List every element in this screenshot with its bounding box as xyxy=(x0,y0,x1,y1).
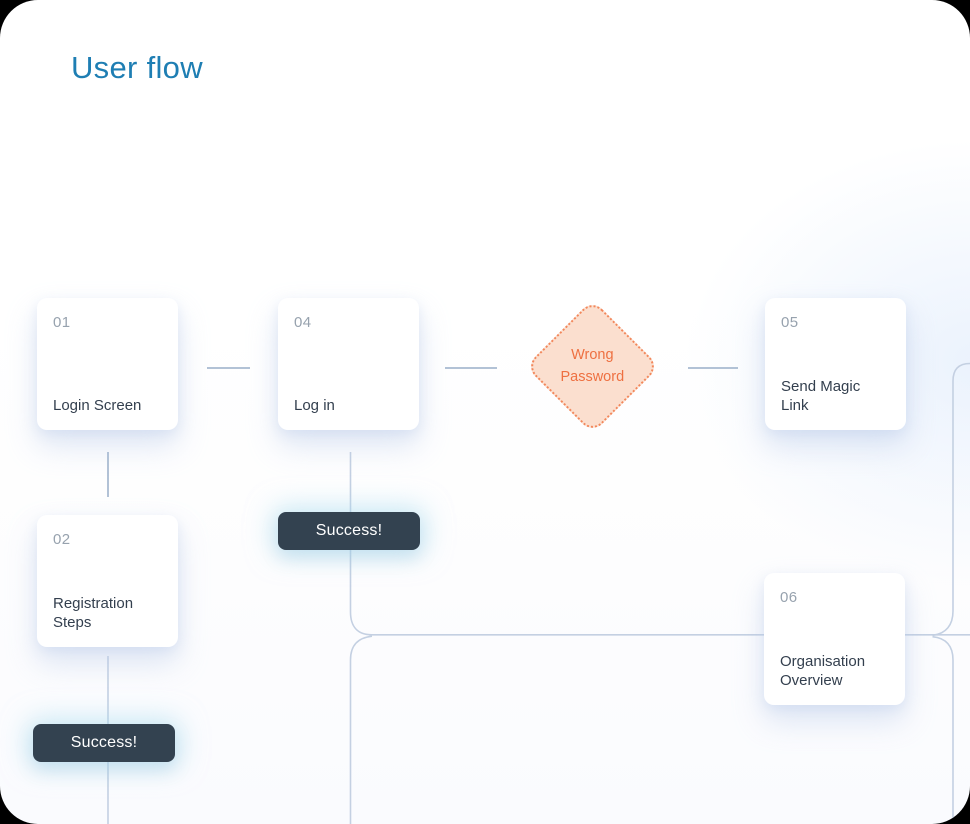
page-title: User flow xyxy=(71,50,203,85)
node-label: Send Magic Link xyxy=(781,377,861,414)
success-badge-registration[interactable]: Success! xyxy=(33,724,175,762)
node-label: Organisation Overview xyxy=(780,652,866,689)
flow-node-log-in[interactable]: 04 Log in xyxy=(278,298,419,430)
flow-line-right-continue-down xyxy=(932,635,954,824)
node-label: Login Screen xyxy=(53,396,142,414)
node-label: Registration Steps xyxy=(53,594,134,631)
flow-line-04-down-right xyxy=(349,452,970,636)
node-number: 04 xyxy=(294,314,312,331)
flow-node-registration-steps[interactable]: 02 Registration Steps xyxy=(37,515,178,647)
flow-line-right-edge-down xyxy=(932,362,970,637)
node-number: 01 xyxy=(53,314,71,331)
success-badge-label: Success! xyxy=(70,734,138,751)
flow-node-organisation-overview[interactable]: 06 Organisation Overview xyxy=(764,573,905,705)
node-label: Log in xyxy=(294,396,335,414)
flow-node-send-magic-link[interactable]: 05 Send Magic Link xyxy=(765,298,906,430)
success-badge-label: Success! xyxy=(315,522,383,539)
success-badge-login[interactable]: Success! xyxy=(278,512,420,550)
flow-line-04-continue-down xyxy=(349,635,373,824)
node-number: 06 xyxy=(780,589,798,606)
node-number: 05 xyxy=(781,314,799,331)
flow-node-login-screen[interactable]: 01 Login Screen xyxy=(37,298,178,430)
node-number: 02 xyxy=(53,531,71,548)
decision-label: Wrong Password xyxy=(560,346,625,385)
